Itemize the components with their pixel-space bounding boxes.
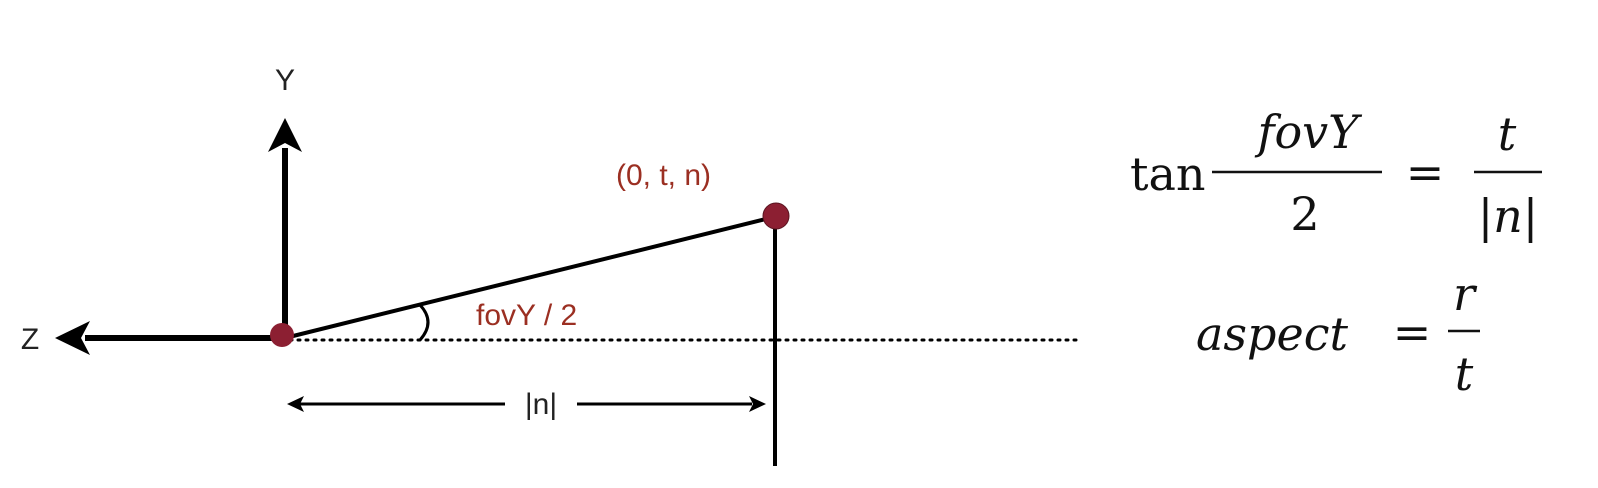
eq1-lhs-denominator: 2 (1290, 187, 1319, 241)
eq2-lhs: aspect (1196, 307, 1348, 361)
y-axis-label: Y (275, 64, 295, 97)
equation-tan-fov: tan fovY 2 = t |n| (1130, 105, 1542, 243)
frustum-edge-line (284, 214, 779, 340)
eq1-lhs-numerator: fovY (1254, 105, 1363, 159)
equation-aspect: aspect = r t (1196, 267, 1480, 401)
y-axis-arrowhead (268, 118, 302, 152)
distance-label: |n| (525, 388, 557, 421)
origin-point (270, 323, 294, 347)
near-point (762, 202, 790, 230)
eq1-rhs-numerator: t (1498, 107, 1517, 161)
eq1-rhs-denominator: |n| (1478, 189, 1539, 243)
distance-arrowhead-left (287, 396, 304, 412)
angle-arc (418, 303, 430, 341)
eq1-equals: = (1406, 145, 1445, 199)
distance-arrowhead-right (749, 396, 766, 412)
eq2-rhs-denominator: t (1455, 347, 1474, 401)
eq2-equals: = (1393, 305, 1432, 359)
z-axis-arrowhead (55, 321, 90, 355)
angle-label: fovY / 2 (476, 299, 577, 332)
point-label: (0, t, n) (616, 159, 711, 192)
eq2-rhs-numerator: r (1453, 267, 1478, 321)
eq1-tan: tan (1130, 147, 1206, 201)
z-axis-label: Z (21, 323, 39, 356)
